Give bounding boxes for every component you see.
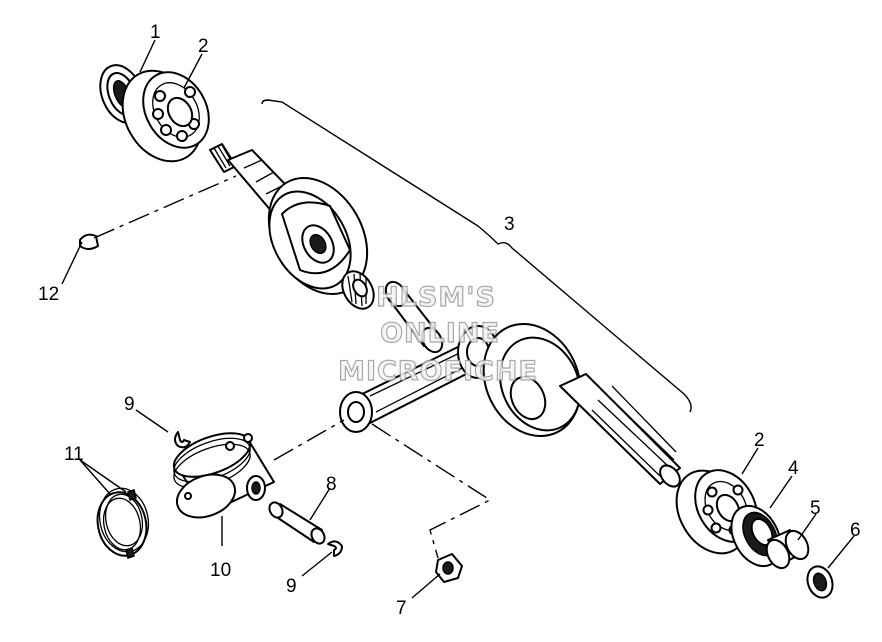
callout-12: 12 [38,284,59,305]
watermark: HLSM'S ONLINE MICROFICHE [337,281,538,387]
spacer-collar [765,529,810,570]
callout-9-top: 9 [124,394,135,415]
piston [172,432,275,519]
callout-9-bottom: 9 [286,576,297,597]
callout-11: 11 [64,444,84,465]
callout-6: 6 [850,520,861,541]
circlip-bottom [327,540,343,557]
washer [806,565,834,599]
crankshaft-left-half [209,143,369,296]
callout-4: 4 [788,458,799,479]
callout-1: 1 [150,22,161,43]
piston-pin [268,501,326,545]
callout-3: 3 [504,214,515,235]
watermark-line-3: MICROFICHE [338,356,538,387]
callout-2-bottom: 2 [754,430,765,451]
woodruff-key [79,233,99,250]
leader-lines [61,39,855,599]
circlip-top [174,431,191,449]
ball-bearing-top [121,69,210,163]
watermark-line-1: HLSM'S [376,282,496,313]
callout-8: 8 [326,474,337,495]
callout-10: 10 [210,560,231,581]
crankshaft-right-half [482,322,681,488]
callout-5: 5 [810,498,821,519]
callout-7: 7 [396,598,407,619]
piston-rings [96,487,150,559]
small-end-bearing [435,553,463,583]
alignment-line-small-end [371,423,492,559]
watermark-line-2: ONLINE [380,318,500,349]
assembly-bracket [261,99,692,413]
callout-2-top: 2 [198,36,209,57]
alignment-line-piston [273,419,345,461]
needle-bearing [341,270,375,310]
alignment-line-key [93,175,237,239]
crank-pin [384,280,444,354]
